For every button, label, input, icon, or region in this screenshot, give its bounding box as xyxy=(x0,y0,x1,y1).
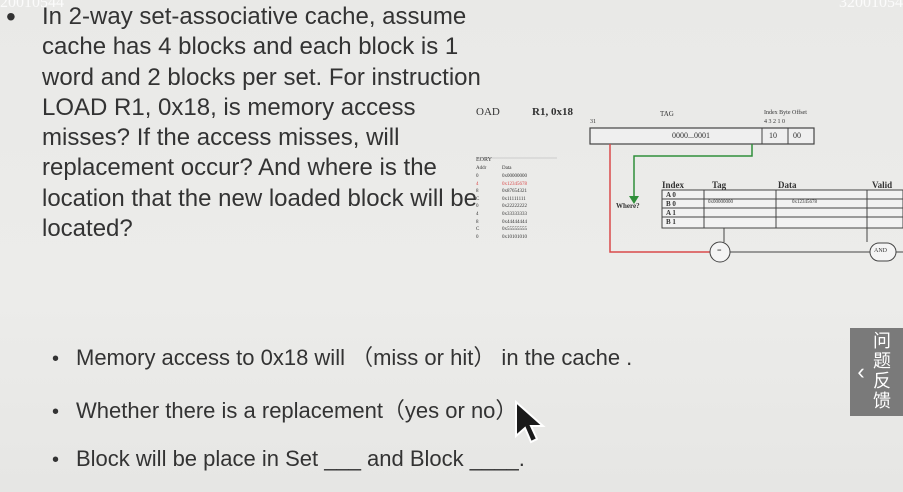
memory-row-addr: 0 xyxy=(476,204,479,210)
addr-tag-value: 0000...0001 xyxy=(672,131,710,140)
mouse-cursor-icon xyxy=(515,400,546,444)
col-tag-header: Tag xyxy=(712,180,727,190)
instr-left: OAD xyxy=(476,106,500,118)
sub-bullet-text: Block will be place in Set ___ and Block… xyxy=(76,446,525,471)
memory-row-data: 0x00000000 xyxy=(502,174,527,179)
and-gate-label: AND xyxy=(874,248,887,254)
memory-row-addr: 8 xyxy=(476,219,479,225)
col-valid-header: Valid xyxy=(872,180,893,190)
memory-col-data: Data xyxy=(502,166,512,171)
cache-data-entry: 0x12345678 xyxy=(792,200,817,205)
where-label: Where? xyxy=(616,202,640,210)
cache-index-cell: A 0 xyxy=(666,191,676,199)
question-bullet: • xyxy=(6,1,16,32)
memory-row-data: 0x87654321 xyxy=(502,189,527,195)
comparator-label: = xyxy=(717,246,722,255)
cache-index-cell: A 1 xyxy=(666,209,676,217)
instr-operands: R1, 0x18 xyxy=(532,106,573,118)
bullet-dot: • xyxy=(52,449,60,471)
memory-row-data: 0x44444444 xyxy=(502,219,527,225)
tag-header: TAG xyxy=(660,110,674,118)
addr-index-value: 10 xyxy=(769,131,777,140)
cache-tag-entry: 0x00000000 xyxy=(708,200,733,205)
feedback-button[interactable]: ‹ 问题反馈 xyxy=(850,328,903,416)
memory-row-addr: 0 xyxy=(476,174,479,179)
memory-row-addr: 4 xyxy=(476,181,479,187)
memory-row-addr: 4 xyxy=(476,212,479,217)
memory-row-data: 0x10101010 xyxy=(502,234,527,240)
field-header: Index Byte Offset xyxy=(764,110,807,116)
sub-bullet-block-location: • Block will be place in Set ___ and Bloc… xyxy=(52,446,525,472)
cache-diagram-lines xyxy=(477,127,903,263)
sub-bullet-text: Memory access to 0x18 will （miss or hit）… xyxy=(76,345,633,370)
memory-row-addr: C xyxy=(476,196,480,202)
bullet-dot: • xyxy=(52,348,60,370)
bit31-label: 31 xyxy=(590,119,596,125)
bullet-dot: • xyxy=(52,401,60,423)
feedback-label: 问题反馈 xyxy=(873,331,891,412)
memory-row-data: 0x12345678 xyxy=(502,181,527,187)
watermark-left: 20010544 xyxy=(0,0,64,11)
col-index-header: Index xyxy=(662,180,685,190)
sub-bullet-text: Whether there is a replacement（yes or no… xyxy=(76,398,524,423)
bit-numbers: 4 3 2 1 0 xyxy=(764,119,785,125)
cache-index-cell: B 1 xyxy=(666,218,676,226)
memory-row-data: 0x55555555 xyxy=(502,227,527,233)
sub-bullet-miss-or-hit: • Memory access to 0x18 will （miss or hit… xyxy=(52,340,632,372)
memory-row-data: 0x22222222 xyxy=(502,204,527,210)
question-text: In 2-way set-associative cache, assume c… xyxy=(42,3,481,243)
memory-header: EORY xyxy=(476,157,493,163)
memory-row-data: 0x33333333 xyxy=(502,212,527,217)
cache-index-cell: B 0 xyxy=(666,200,676,208)
memory-col-addr: Addr xyxy=(476,166,487,171)
memory-row-addr: 8 xyxy=(476,189,479,195)
memory-row-addr: 0 xyxy=(476,234,479,240)
col-data-header: Data xyxy=(778,180,797,190)
sub-bullet-replacement: • Whether there is a replacement（yes or n… xyxy=(52,393,524,425)
addr-offset-value: 00 xyxy=(793,131,801,140)
cache-diagram: OAD R1, 0x18 31 TAG Index Byte Offset 4 … xyxy=(472,100,903,270)
chevron-left-icon: ‹ xyxy=(857,359,865,384)
memory-row-addr: C xyxy=(476,227,480,233)
watermark-right: 32001054 xyxy=(839,0,903,11)
memory-row-data: 0x11111111 xyxy=(502,196,526,202)
